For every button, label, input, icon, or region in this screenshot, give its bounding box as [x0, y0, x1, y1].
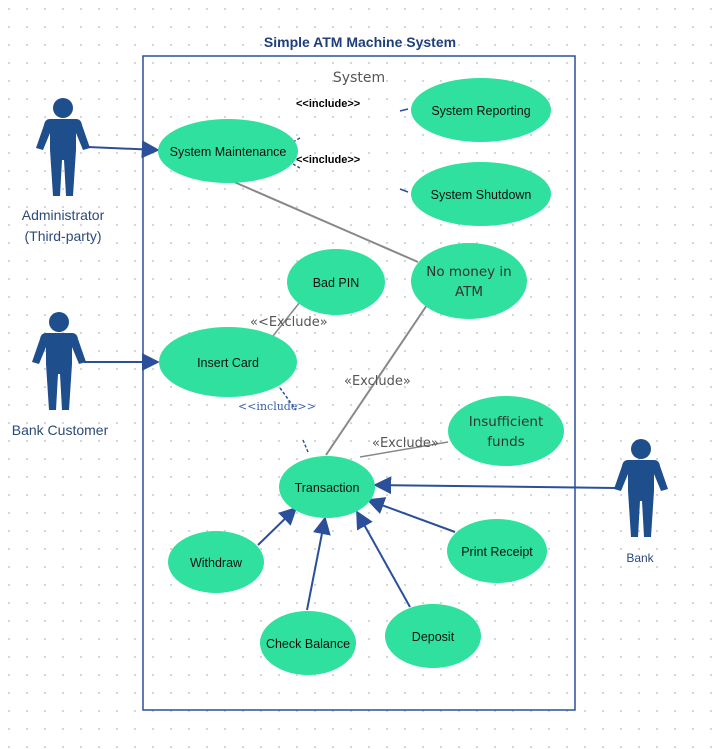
svg-text:System Maintenance: System Maintenance: [170, 145, 287, 159]
admin-maintenance-arrow[interactable]: [87, 140, 160, 159]
include-dash-insertcard: [279, 387, 297, 411]
usecase-bad-pin[interactable]: Bad PIN: [287, 249, 385, 315]
exclude-label-badpin: «<Exclude»: [250, 315, 328, 330]
svg-text:Transaction: Transaction: [295, 481, 360, 495]
actor-bank-icon[interactable]: [614, 439, 668, 537]
include-dash-reporting-end: [399, 108, 409, 112]
include-label-reporting: <<include>>: [296, 98, 360, 110]
transaction-insufficient-line[interactable]: [359, 441, 449, 458]
insertcard-badpin-line[interactable]: [272, 301, 301, 337]
include-dash-shutdown-end: [399, 188, 409, 193]
system-label: System: [333, 70, 385, 86]
include-dash-shutdown: [292, 163, 301, 169]
usecase-insert-card[interactable]: Insert Card: [159, 327, 297, 397]
diagram-title: Simple ATM Machine System: [264, 34, 456, 50]
usecase-withdraw[interactable]: Withdraw: [168, 531, 264, 593]
svg-text:ATM: ATM: [455, 284, 483, 300]
maintenance-nomoney-line[interactable]: [224, 177, 419, 263]
svg-text:Bad PIN: Bad PIN: [313, 276, 360, 290]
svg-text:System Shutdown: System Shutdown: [431, 188, 532, 202]
usecase-check-balance[interactable]: Check Balance: [260, 611, 356, 675]
include-dash-transaction: [302, 439, 309, 453]
usecase-no-money-in-atm[interactable]: No money in ATM: [411, 243, 527, 319]
svg-text:Insert Card: Insert Card: [197, 356, 259, 370]
include-label-shutdown: <<include>>: [296, 154, 360, 166]
transaction-nomoney-line[interactable]: [325, 304, 428, 456]
usecase-transaction[interactable]: Transaction: [279, 456, 375, 518]
printreceipt-transaction-arrow[interactable]: [366, 497, 456, 533]
svg-text:Check Balance: Check Balance: [266, 637, 350, 651]
svg-text:System Reporting: System Reporting: [431, 104, 530, 118]
usecase-print-receipt[interactable]: Print Receipt: [447, 519, 547, 583]
svg-text:Deposit: Deposit: [412, 630, 455, 644]
checkbalance-transaction-arrow[interactable]: [306, 516, 331, 611]
bank-transaction-arrow[interactable]: [373, 476, 617, 495]
svg-text:Insufficient: Insufficient: [469, 414, 544, 430]
exclude-label-nomoney: «Exclude»: [344, 374, 411, 389]
actor-bank-label: Bank: [626, 551, 654, 565]
actor-administrator-icon[interactable]: [36, 98, 90, 196]
system-boundary[interactable]: [142, 55, 576, 711]
usecase-insufficient-funds[interactable]: Insufficient funds: [448, 396, 564, 466]
actor-bank-customer-icon[interactable]: [32, 312, 86, 410]
actor-bank-customer-label: Bank Customer: [12, 422, 109, 438]
exclude-label-insufficient: «Exclude»: [372, 436, 439, 451]
usecase-system-reporting[interactable]: System Reporting: [411, 78, 551, 142]
svg-text:No money in: No money in: [426, 264, 512, 280]
usecase-deposit[interactable]: Deposit: [385, 604, 481, 668]
svg-text:funds: funds: [487, 434, 524, 450]
usecase-system-maintenance[interactable]: System Maintenance: [158, 119, 298, 183]
include-label-transaction: <<include>>: [238, 400, 316, 413]
svg-text:Print Receipt: Print Receipt: [461, 545, 533, 559]
usecase-system-shutdown[interactable]: System Shutdown: [411, 162, 551, 226]
withdraw-transaction-arrow[interactable]: [257, 506, 298, 546]
deposit-transaction-arrow[interactable]: [356, 510, 411, 608]
actor-administrator-label: Administrator: [22, 207, 105, 223]
svg-text:Withdraw: Withdraw: [190, 556, 243, 570]
actor-administrator-sublabel: (Third-party): [24, 228, 101, 244]
